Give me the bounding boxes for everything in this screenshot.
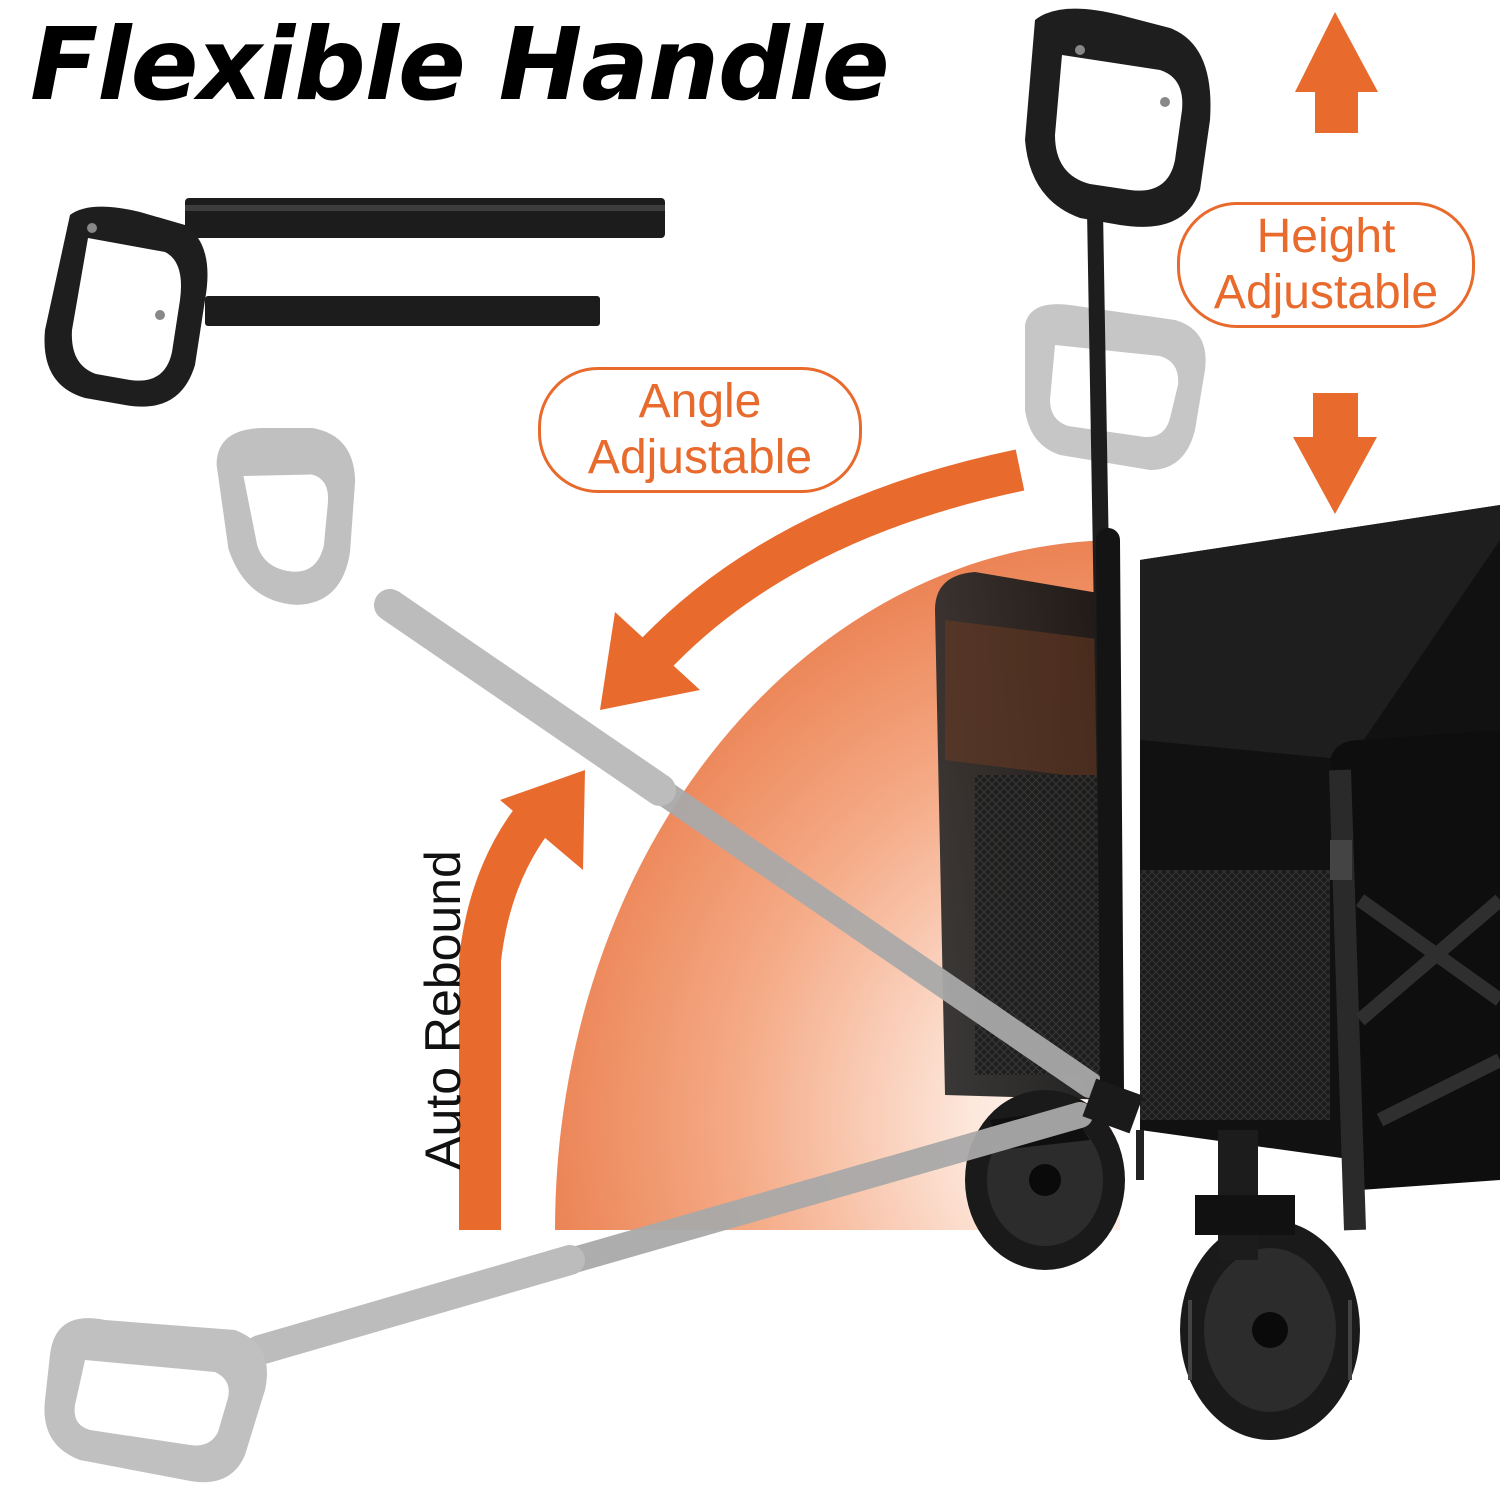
angle-label-line2: Adjustable (587, 431, 813, 484)
height-label-line2: Adjustable (1213, 266, 1439, 319)
height-adjustable-badge: Height Adjustable (1177, 202, 1475, 328)
angle-label-line1: Angle (638, 375, 762, 428)
wagon-wheels (965, 1090, 1360, 1440)
ghost-handle-lowered (44, 1102, 1093, 1483)
page-title: Flexible Handle (30, 6, 890, 123)
auto-rebound-label: Auto Rebound (415, 850, 471, 1170)
handle-parts (44, 198, 665, 407)
curved-arrow-icon (459, 449, 1025, 1230)
height-label-line1: Height (1256, 210, 1396, 263)
arrow-up-icon (1295, 12, 1378, 133)
wagon-cart (935, 505, 1500, 1231)
main-handle (1025, 8, 1211, 1134)
ghost-handle-raised (1025, 304, 1206, 470)
ghost-handle-tilted (216, 427, 1103, 1098)
angle-adjustable-badge: Angle Adjustable (538, 367, 862, 493)
arrow-down-icon (1293, 393, 1377, 514)
